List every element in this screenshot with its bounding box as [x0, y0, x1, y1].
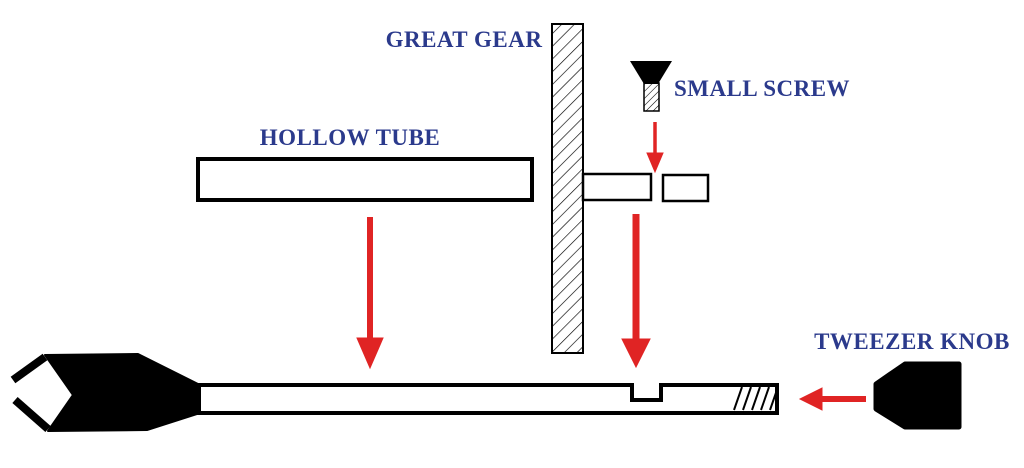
- great-gear-label: GREAT GEAR: [386, 27, 543, 52]
- tweezer-knob-label: TWEEZER KNOB: [814, 329, 1010, 354]
- hollow-tube-arrow: [356, 217, 384, 370]
- gear-hub-right: [661, 173, 710, 203]
- small-screw-icon: [630, 61, 672, 112]
- screw-shaft: [643, 82, 660, 112]
- screw-head: [630, 61, 672, 84]
- tweezer-head: [10, 353, 201, 433]
- hollow-tube-outline: [196, 157, 534, 202]
- tweezer-tip-upper: [10, 353, 48, 384]
- great-gear-shaft: [551, 23, 584, 354]
- tweezer-body-tube: [195, 383, 779, 415]
- knurled-grip-section: [733, 386, 779, 411]
- tweezer-tip-lower: [12, 396, 51, 433]
- tweezer-head-body: [44, 353, 201, 432]
- hollow-tube-label: HOLLOW TUBE: [260, 125, 440, 150]
- small-screw-arrow: [646, 122, 664, 174]
- tweezer-knob-shape: [873, 361, 962, 430]
- gear-hub-left: [581, 172, 653, 202]
- small-screw-label: SMALL SCREW: [674, 76, 850, 101]
- tweezer-knob-arrow: [798, 387, 866, 411]
- gear-assembly-arrow: [621, 214, 651, 369]
